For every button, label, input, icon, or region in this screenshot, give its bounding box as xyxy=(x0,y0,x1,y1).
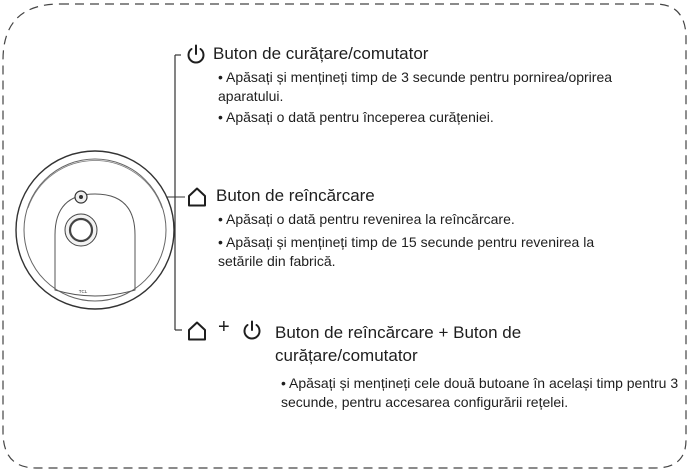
combo-button-bullet-1: • Apăsați și mențineți cele două butoane… xyxy=(281,375,679,410)
power-button-bullet-1: • Apăsați și mențineți timp de 3 secunde… xyxy=(218,69,613,104)
power-icon xyxy=(187,44,205,64)
power-icon xyxy=(243,320,261,340)
combo-button-title-line-2: curățare/comutator xyxy=(275,346,418,365)
home-button-title: Buton de reîncărcare xyxy=(216,186,375,205)
power-button-bullet-2: • Apăsați o dată pentru începerea curățe… xyxy=(218,109,494,125)
plus-sign: + xyxy=(218,316,230,338)
robot-brand-label: TCL xyxy=(79,289,88,294)
home-button-bullet-1: • Apăsați o dată pentru revenirea la reî… xyxy=(218,211,515,227)
home-icon xyxy=(188,187,206,207)
robot-vacuum xyxy=(15,150,175,310)
power-button-title: Buton de curățare/comutator xyxy=(213,44,429,63)
combo-button-title-line-1: Buton de reîncărcare + Buton de xyxy=(275,323,522,342)
home-button-bullet-2: • Apăsați și mențineți timp de 15 secund… xyxy=(218,234,595,269)
home-icon xyxy=(188,321,206,341)
